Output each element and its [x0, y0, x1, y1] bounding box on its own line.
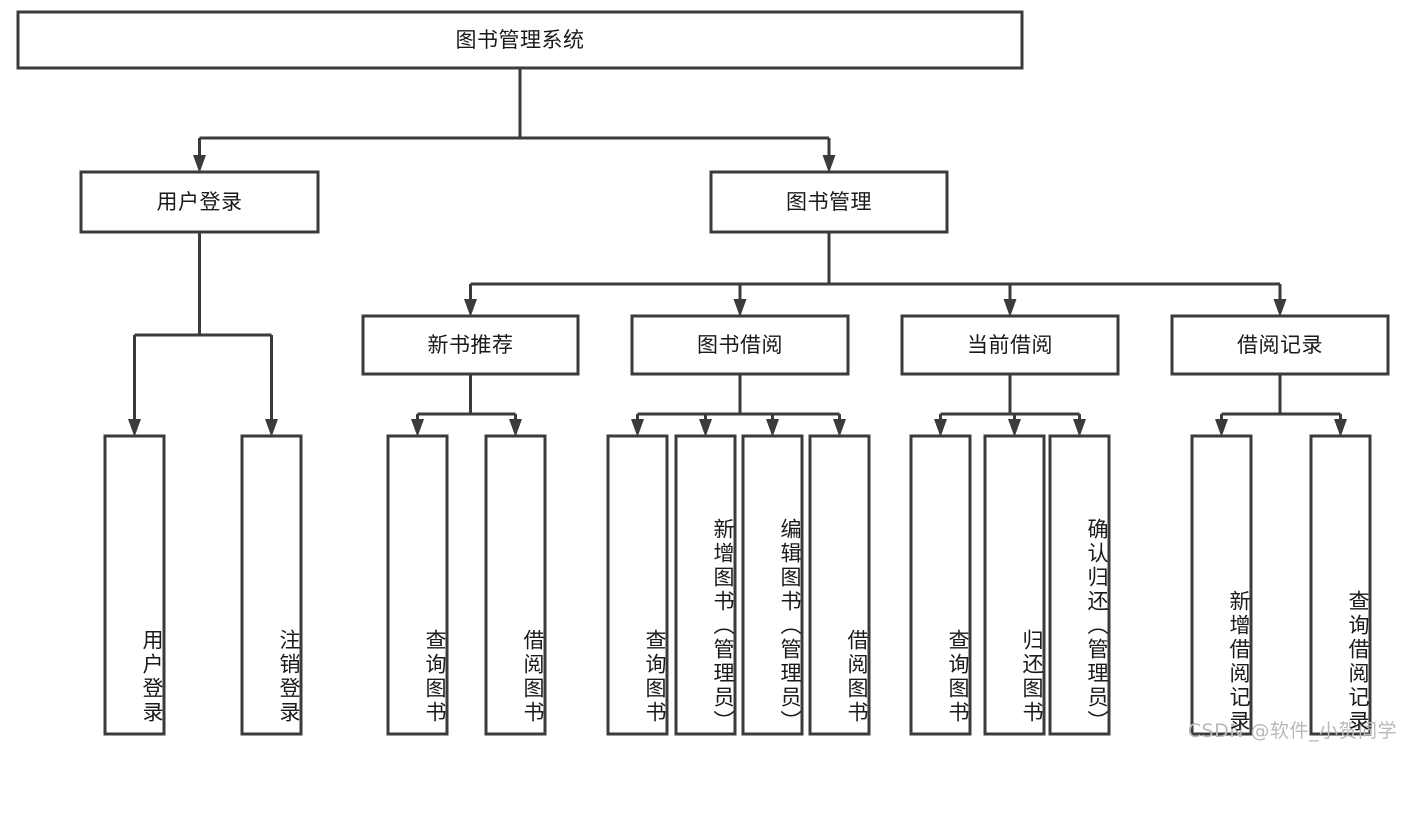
- arrow-head-leaf-12: [1334, 419, 1347, 437]
- node-label-l2-1: 图书管理: [786, 190, 872, 214]
- node-box-l3-0[interactable]: [361, 314, 580, 376]
- node-box-leaf-1[interactable]: [240, 434, 303, 736]
- arrow-head-leaf-9: [1008, 419, 1021, 437]
- arrow-head-leaf-5: [699, 419, 712, 437]
- arrow-head-l3-0: [464, 299, 477, 317]
- arrow-head-leaf-3: [509, 419, 522, 437]
- edge-group-l3-3: [1215, 374, 1347, 437]
- node-box-l3-2[interactable]: [900, 314, 1120, 376]
- node-leaf-leaf-6[interactable]: [741, 434, 804, 736]
- edge-group-l3-0: [411, 374, 522, 437]
- node-box-leaf-5[interactable]: [674, 434, 737, 736]
- arrow-head-leaf-2: [411, 419, 424, 437]
- arrow-head-l3-2: [1003, 299, 1017, 317]
- node-box-leaf-0[interactable]: [103, 434, 166, 736]
- edge-group-l3-2: [934, 374, 1086, 437]
- node-label-l3-1: 图书借阅: [697, 333, 783, 357]
- arrow-head-l2-1: [822, 155, 836, 173]
- node-box-l2-0[interactable]: [79, 170, 320, 234]
- edge-group-root: [193, 68, 836, 173]
- node-box-leaf-11[interactable]: [1190, 434, 1253, 736]
- arrow-head-leaf-7: [833, 419, 846, 437]
- node-label-l3-0: 新书推荐: [428, 333, 514, 357]
- node-box-leaf-3[interactable]: [484, 434, 547, 736]
- node-leaf-leaf-7[interactable]: [808, 434, 871, 736]
- arrow-head-leaf-6: [766, 419, 779, 437]
- node-box-leaf-4[interactable]: [606, 434, 669, 736]
- node-leaf-leaf-4[interactable]: [606, 434, 669, 736]
- node-box-leaf-10[interactable]: [1048, 434, 1111, 736]
- node-box-leaf-9[interactable]: [983, 434, 1046, 736]
- node-leaf-leaf-2[interactable]: [386, 434, 449, 736]
- arrow-head-leaf-10: [1073, 419, 1086, 437]
- arrow-head-l3-1: [733, 299, 747, 317]
- node-label-l2-0: 用户登录: [157, 190, 243, 214]
- edge-group-l2-1: [464, 232, 1287, 317]
- node-root-root[interactable]: [16, 10, 1024, 70]
- edge-group-l2-0: [128, 232, 278, 437]
- arrow-head-leaf-8: [934, 419, 947, 437]
- diagram-canvas-container: 图书管理系统用户登录 图书管理新书推荐 图书借阅 当前借阅 借阅记录 CSDN @软件_…: [16, 10, 1397, 742]
- node-box-leaf-12[interactable]: [1309, 434, 1372, 736]
- node-box-l3-1[interactable]: [630, 314, 850, 376]
- arrow-head-leaf-4: [631, 419, 644, 437]
- node-leaf-leaf-3[interactable]: [484, 434, 547, 736]
- node-level3-l3-0[interactable]: [361, 314, 580, 376]
- node-box-leaf-7[interactable]: [808, 434, 871, 736]
- node-box-root[interactable]: [16, 10, 1024, 70]
- node-leaf-leaf-0[interactable]: [103, 434, 166, 736]
- watermark-credit: CSDN @软件_小贺同学: [1187, 720, 1397, 742]
- node-level3-l3-3[interactable]: [1170, 314, 1390, 376]
- node-level2-l2-0[interactable]: [79, 170, 320, 234]
- node-level2-l2-1[interactable]: [709, 170, 949, 234]
- node-leaf-leaf-5[interactable]: [674, 434, 737, 736]
- edge-layer: [128, 68, 1347, 437]
- edge-group-l3-1: [631, 374, 846, 437]
- node-leaf-leaf-12[interactable]: [1309, 434, 1372, 736]
- arrow-head-leaf-1: [265, 419, 278, 437]
- node-box-leaf-6[interactable]: [741, 434, 804, 736]
- node-leaf-leaf-9[interactable]: [983, 434, 1046, 736]
- arrow-head-l3-3: [1273, 299, 1287, 317]
- node-leaf-leaf-11[interactable]: [1190, 434, 1253, 736]
- arrow-head-l2-0: [193, 155, 206, 173]
- node-leaf-leaf-8[interactable]: [909, 434, 972, 736]
- node-label-l3-2: 当前借阅: [967, 333, 1053, 357]
- arrow-head-leaf-11: [1215, 419, 1228, 437]
- arrow-head-leaf-0: [128, 419, 141, 437]
- node-box-leaf-2[interactable]: [386, 434, 449, 736]
- node-label-l3-3: 借阅记录: [1237, 333, 1323, 357]
- node-level3-l3-1[interactable]: [630, 314, 850, 376]
- node-box-leaf-8[interactable]: [909, 434, 972, 736]
- node-label-root: 图书管理系统: [456, 28, 585, 52]
- node-leaf-leaf-10[interactable]: [1048, 434, 1111, 736]
- node-box-l2-1[interactable]: [709, 170, 949, 234]
- node-level3-l3-2[interactable]: [900, 314, 1120, 376]
- node-leaf-leaf-1[interactable]: [240, 434, 303, 736]
- node-box-l3-3[interactable]: [1170, 314, 1390, 376]
